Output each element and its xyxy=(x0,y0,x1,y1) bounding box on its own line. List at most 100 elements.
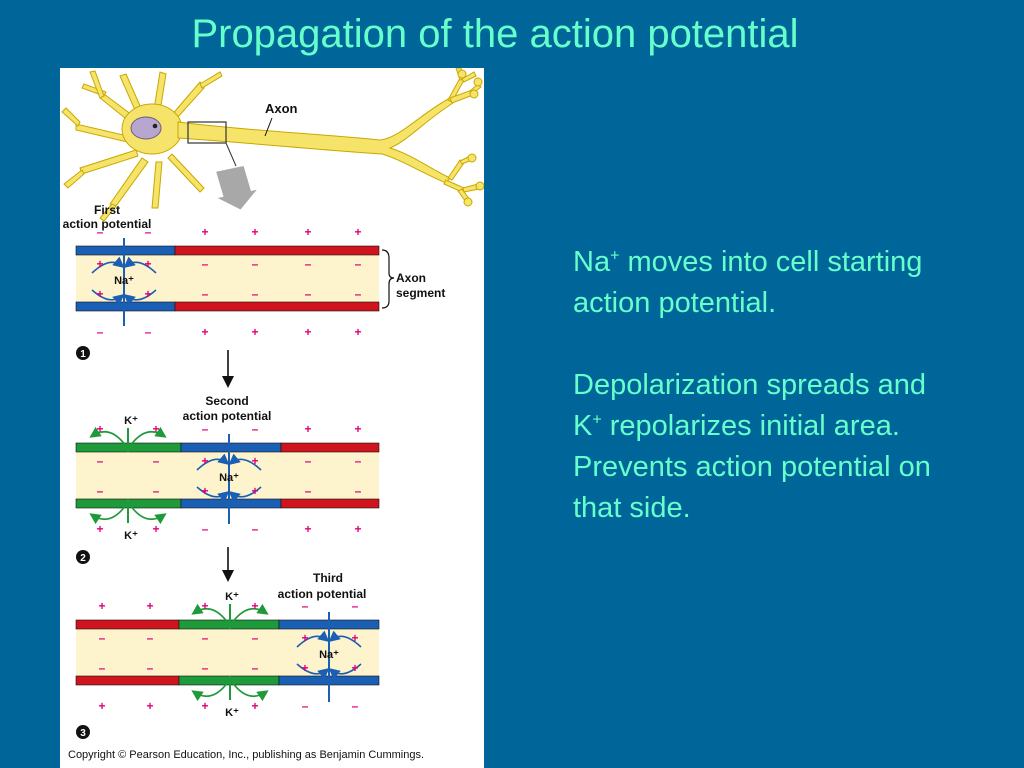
nucleus-icon xyxy=(130,116,162,140)
plus-sign: + xyxy=(96,257,103,271)
zoom-arrow-icon xyxy=(216,165,257,210)
plus-sign: + xyxy=(354,422,361,436)
k-charge-sup: + xyxy=(592,411,602,429)
svg-text:2: 2 xyxy=(80,553,86,564)
na-ion-label: Na⁺ xyxy=(219,472,239,484)
membrane-charge-signs: – + + – – + + – + – – + + – – + + – – + + – – + + – – + + – – + – + + – – + + –… xyxy=(96,225,361,713)
plus-sign: + xyxy=(144,287,151,301)
plus-sign: + xyxy=(201,484,208,498)
minus-sign: – xyxy=(99,631,106,645)
minus-sign: – xyxy=(145,225,152,239)
minus-sign: – xyxy=(153,454,160,468)
plus-sign: + xyxy=(251,699,258,713)
step-3-badge xyxy=(76,725,90,739)
minus-sign: – xyxy=(97,454,104,468)
minus-sign: – xyxy=(355,287,362,301)
minus-sign: – xyxy=(352,599,359,613)
third-ap-label-1: Third xyxy=(313,571,343,585)
caption-paragraph-2: Depolarization spreads and K+ repolarize… xyxy=(573,365,953,529)
minus-sign: – xyxy=(153,484,160,498)
step-2-badge xyxy=(76,550,90,564)
minus-sign: – xyxy=(97,225,104,239)
minus-sign: – xyxy=(147,631,154,645)
plus-sign: + xyxy=(201,454,208,468)
plus-sign: + xyxy=(201,225,208,239)
plus-sign: + xyxy=(351,631,358,645)
k-ion-label: K⁺ xyxy=(124,415,138,427)
action-potential-figure: Axon First action potential Na⁺ Axon seg… xyxy=(60,68,484,768)
minus-sign: – xyxy=(202,422,209,436)
axon-segment-label-1: Axon xyxy=(396,271,426,285)
copyright-notice: Copyright © Pearson Education, Inc., pub… xyxy=(68,749,424,761)
caption-1-text: moves into cell starting action potentia… xyxy=(573,246,923,319)
plus-sign: + xyxy=(96,287,103,301)
plus-sign: + xyxy=(301,631,308,645)
plus-sign: + xyxy=(251,599,258,613)
plus-sign: + xyxy=(146,699,153,713)
figure-svg: Axon First action potential Na⁺ Axon seg… xyxy=(61,68,484,761)
plus-sign: + xyxy=(351,661,358,675)
plus-sign: + xyxy=(98,599,105,613)
svg-text:3: 3 xyxy=(80,728,86,739)
plus-sign: + xyxy=(152,422,159,436)
third-ap-label-2: action potential xyxy=(278,587,367,601)
minus-sign: – xyxy=(202,661,209,675)
plus-sign: + xyxy=(201,599,208,613)
plus-sign: + xyxy=(354,225,361,239)
step-3-diagram: Third action potential K⁺ K⁺ Na⁺ 3 xyxy=(75,571,380,739)
minus-sign: – xyxy=(145,325,152,339)
k-ion-label: K⁺ xyxy=(225,591,239,603)
minus-sign: – xyxy=(202,522,209,536)
plus-sign: + xyxy=(354,522,361,536)
minus-sign: – xyxy=(252,287,259,301)
minus-sign: – xyxy=(305,484,312,498)
first-ap-label-2: action potential xyxy=(63,217,152,231)
plus-sign: + xyxy=(146,599,153,613)
minus-sign: – xyxy=(252,661,259,675)
na-ion-label: Na⁺ xyxy=(319,649,339,661)
minus-sign: – xyxy=(355,484,362,498)
minus-sign: – xyxy=(252,522,259,536)
minus-sign: – xyxy=(305,454,312,468)
minus-sign: – xyxy=(99,661,106,675)
step-1-badge xyxy=(76,346,90,360)
plus-sign: + xyxy=(304,325,311,339)
neuron-illustration: Axon xyxy=(61,68,484,222)
minus-sign: – xyxy=(305,287,312,301)
plus-sign: + xyxy=(304,225,311,239)
axon-label: Axon xyxy=(265,101,298,116)
minus-sign: – xyxy=(302,599,309,613)
plus-sign: + xyxy=(96,522,103,536)
caption-2-tail: repolarizes initial area. Prevents actio… xyxy=(573,410,931,524)
plus-sign: + xyxy=(152,522,159,536)
na-charge-sup: + xyxy=(610,247,620,265)
minus-sign: – xyxy=(97,484,104,498)
minus-sign: – xyxy=(97,325,104,339)
svg-text:1: 1 xyxy=(80,349,86,360)
second-ap-label-2: action potential xyxy=(183,409,272,423)
plus-sign: + xyxy=(98,699,105,713)
plus-sign: + xyxy=(354,325,361,339)
caption-2-lead: Depolarization spreads and K xyxy=(573,369,927,442)
plus-sign: + xyxy=(301,661,308,675)
minus-sign: – xyxy=(252,631,259,645)
na-ion-text: Na xyxy=(573,246,611,278)
minus-sign: – xyxy=(202,257,209,271)
k-ion-label: K⁺ xyxy=(225,707,239,719)
plus-sign: + xyxy=(251,454,258,468)
minus-sign: – xyxy=(305,257,312,271)
step-1-diagram: First action potential Na⁺ Axon segment … xyxy=(63,203,445,388)
slide-title: Propagation of the action potential xyxy=(191,12,799,56)
minus-sign: – xyxy=(252,257,259,271)
k-ion-label: K⁺ xyxy=(124,530,138,542)
na-ion-label: Na⁺ xyxy=(114,275,134,287)
plus-sign: + xyxy=(304,522,311,536)
plus-sign: + xyxy=(251,325,258,339)
step-2-diagram: Second action potential K⁺ K⁺ Na⁺ 2 xyxy=(75,394,380,582)
second-ap-label-1: Second xyxy=(205,394,248,408)
minus-sign: – xyxy=(355,257,362,271)
axon-segment-label-2: segment xyxy=(396,286,445,300)
caption-paragraph-1: Na+ moves into cell starting action pote… xyxy=(573,242,953,324)
plus-sign: + xyxy=(251,484,258,498)
first-ap-label-1: First xyxy=(94,203,120,217)
